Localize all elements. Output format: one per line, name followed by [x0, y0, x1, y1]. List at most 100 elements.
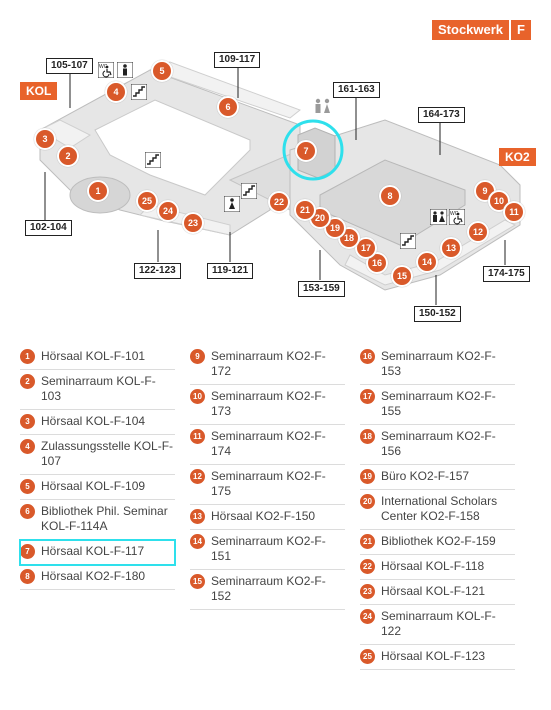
legend-number: 3 — [20, 414, 35, 429]
legend-item[interactable]: 16 Seminarraum KO2-F-153 — [360, 345, 515, 385]
floor-letter: F — [509, 20, 531, 40]
restroom-icon — [223, 195, 241, 217]
legend-text: Seminarraum KOL-F-103 — [41, 374, 156, 403]
room-pin[interactable]: 8 — [379, 185, 401, 207]
legend-item[interactable]: 3 Hörsaal KOL-F-104 — [20, 410, 175, 435]
room-pin[interactable]: 13 — [440, 237, 462, 259]
legend-item[interactable]: 20 International Scholars Center KO2-F-15… — [360, 490, 515, 530]
room-pin[interactable]: 12 — [467, 221, 489, 243]
legend-item[interactable]: 23 Hörsaal KOL-F-121 — [360, 580, 515, 605]
room-pin[interactable]: 6 — [217, 96, 239, 118]
range-label: 122-123 — [134, 263, 181, 279]
room-pin[interactable]: 7 — [295, 140, 317, 162]
legend-number: 12 — [190, 469, 205, 484]
floor-badge: Stockwerk F — [432, 20, 531, 40]
room-pin[interactable]: 17 — [355, 237, 377, 259]
room-pin[interactable]: 5 — [151, 60, 173, 82]
legend-text: Seminarraum KO2-F-152 — [211, 574, 326, 603]
legend-item[interactable]: 18 Seminarraum KO2-F-156 — [360, 425, 515, 465]
room-pin[interactable]: 24 — [157, 200, 179, 222]
legend-number: 15 — [190, 574, 205, 589]
legend-text: Hörsaal KOL-F-104 — [41, 414, 146, 428]
legend-number: 18 — [360, 429, 375, 444]
legend-item[interactable]: 19 Büro KO2-F-157 — [360, 465, 515, 490]
legend-text: Hörsaal KOL-F-109 — [41, 479, 146, 493]
room-pin[interactable]: 4 — [105, 81, 127, 103]
range-label: 161-163 — [333, 82, 380, 98]
legend-number: 24 — [360, 609, 375, 624]
legend-number: 5 — [20, 479, 35, 494]
floor-label: Stockwerk — [438, 22, 504, 37]
wing-label-ko2: KO2 — [499, 148, 536, 166]
room-pin[interactable]: 1 — [87, 180, 109, 202]
leader-lines — [44, 65, 506, 305]
stairs-icon — [240, 182, 258, 204]
legend-number: 19 — [360, 469, 375, 484]
legend-number: 6 — [20, 504, 35, 519]
range-label: 105-107 — [46, 58, 93, 74]
range-label: 153-159 — [298, 281, 345, 297]
legend-number: 16 — [360, 349, 375, 364]
legend-item[interactable]: 17 Seminarraum KO2-F-155 — [360, 385, 515, 425]
legend-number: 17 — [360, 389, 375, 404]
range-label: 174-175 — [483, 266, 530, 282]
room-pin[interactable]: 23 — [182, 212, 204, 234]
highlight-circle — [282, 119, 344, 181]
legend-item[interactable]: 9 Seminarraum KO2-F-172 — [190, 345, 345, 385]
floor-plan-drawing — [38, 61, 521, 305]
legend-number: 25 — [360, 649, 375, 664]
stairs-icon — [144, 151, 162, 173]
legend-text: International Scholars Center KO2-F-158 — [381, 494, 498, 523]
range-label: 102-104 — [25, 220, 72, 236]
room-pin[interactable]: 25 — [136, 190, 158, 212]
legend-number: 9 — [190, 349, 205, 364]
restroom-icon — [429, 208, 448, 230]
room-pin[interactable]: 2 — [57, 145, 79, 167]
legend-item[interactable]: 5 Hörsaal KOL-F-109 — [20, 475, 175, 500]
room-pin[interactable]: 22 — [268, 191, 290, 213]
room-pin[interactable]: 11 — [503, 201, 525, 223]
legend-number: 23 — [360, 584, 375, 599]
legend-text: Hörsaal KO2-F-180 — [41, 569, 146, 583]
room-pin[interactable]: 3 — [34, 128, 56, 150]
range-label: 119-121 — [207, 263, 254, 279]
legend-text: Büro KO2-F-157 — [381, 469, 470, 483]
floor-map: Stockwerk F KOL KO2 105-107 109-117 161-… — [0, 0, 551, 330]
legend-item[interactable]: 24 Seminarraum KOL-F-122 — [360, 605, 515, 645]
legend-text: Seminarraum KO2-F-153 — [381, 349, 496, 378]
legend-text: Seminarraum KO2-F-155 — [381, 389, 496, 418]
legend-text: Hörsaal KOL-F-118 — [381, 559, 485, 573]
elevator-icon — [312, 97, 334, 122]
legend-text: Zulassungsstelle KOL-F-107 — [41, 439, 174, 468]
legend-text: Hörsaal KOL-F-121 — [381, 584, 486, 598]
room-pin[interactable]: 15 — [391, 265, 413, 287]
legend-number: 20 — [360, 494, 375, 509]
legend-text: Bibliothek KO2-F-159 — [381, 534, 496, 548]
legend-text: Seminarraum KOL-F-122 — [381, 609, 496, 638]
legend-item[interactable]: 15 Seminarraum KO2-F-152 — [190, 570, 345, 610]
wing-label-kol: KOL — [20, 82, 58, 100]
room-pin[interactable]: 21 — [294, 199, 316, 221]
legend-text: Seminarraum KO2-F-172 — [211, 349, 326, 378]
range-label: 164-173 — [418, 107, 465, 123]
legend-text: Seminarraum KO2-F-151 — [211, 534, 326, 563]
legend-text: Seminarraum KO2-F-156 — [381, 429, 496, 458]
room-pin[interactable]: 14 — [416, 251, 438, 273]
